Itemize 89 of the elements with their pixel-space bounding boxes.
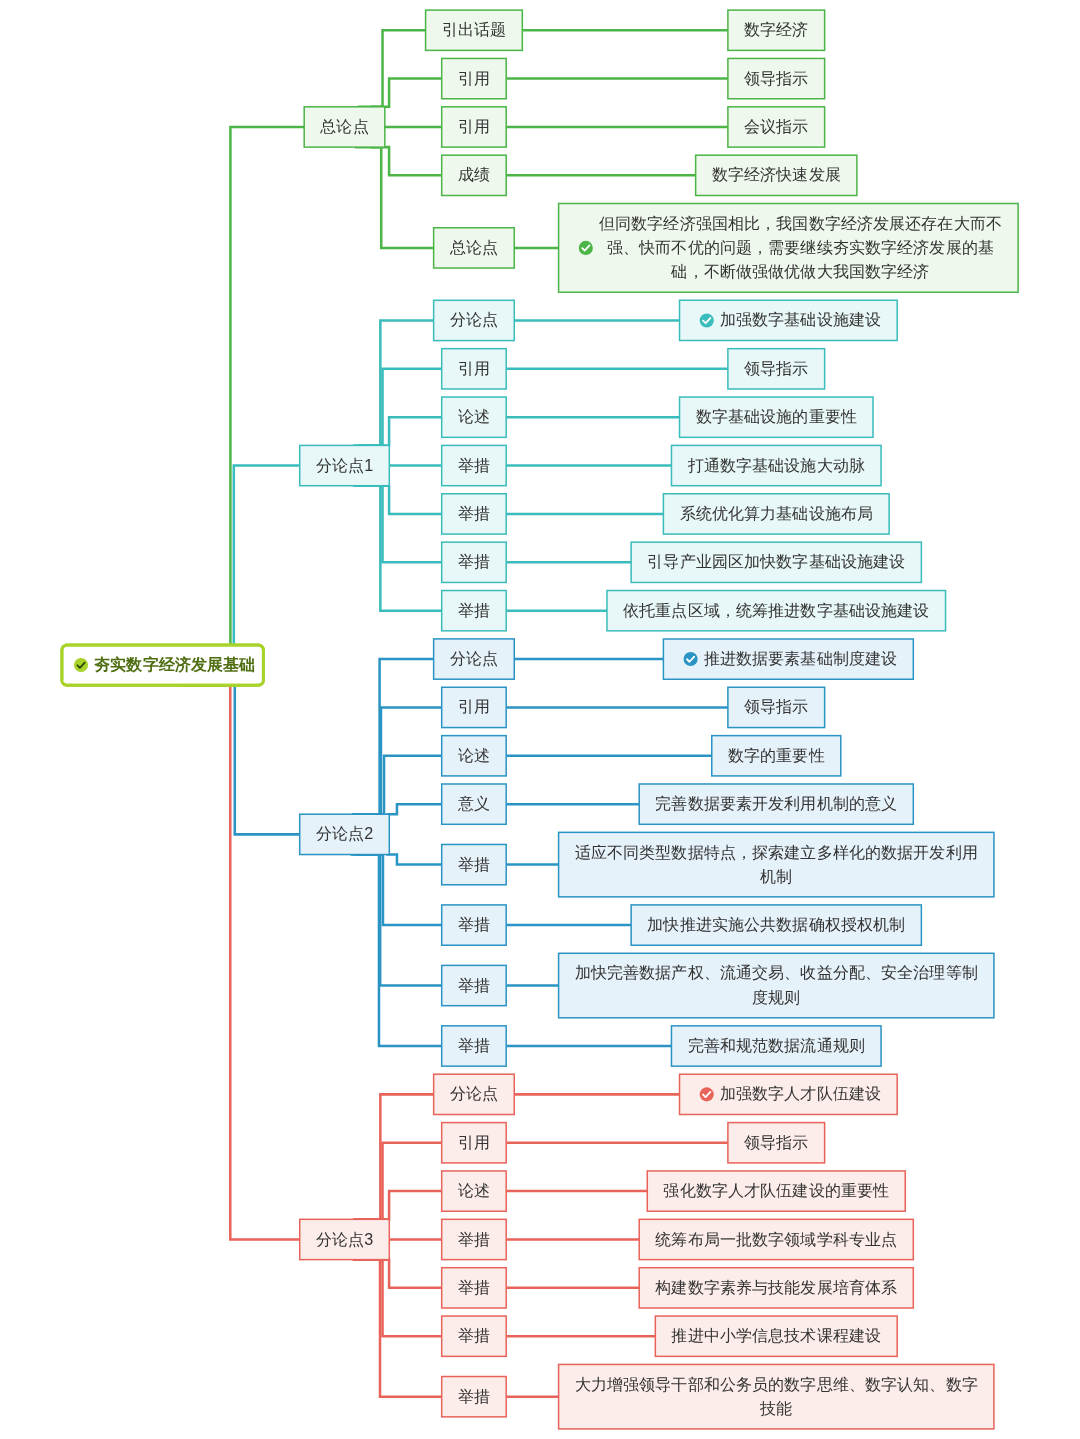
node-box: 依托重点区域，统筹推进数字基础设施建设 <box>606 589 947 632</box>
connector <box>506 1238 640 1241</box>
connector <box>506 77 728 80</box>
node-box: 举措 <box>440 541 507 584</box>
connector <box>506 802 640 806</box>
node-box: 引导产业园区加快数字基础设施建设 <box>630 541 923 584</box>
node-box: 加强数字人才队伍建设 <box>678 1073 898 1116</box>
connector <box>514 1093 680 1096</box>
node-box: 加强数字基础设施建设 <box>678 299 898 342</box>
connector <box>386 853 442 866</box>
node-box: 举措 <box>440 1375 507 1418</box>
node-box: 强化数字人才队伍建设的重要性 <box>646 1170 906 1212</box>
node-box: 分论点 <box>432 299 515 342</box>
connector <box>522 28 728 32</box>
node-box: 完善数据要素开发利用机制的意义 <box>638 783 915 826</box>
node-box: 数字经济 <box>727 9 826 52</box>
connector <box>514 319 680 322</box>
node-box: 会议指示 <box>727 106 826 148</box>
node-box: 举措 <box>440 1266 507 1309</box>
node-box: 数字经济快速发展 <box>694 154 858 197</box>
connector <box>514 246 559 250</box>
connector <box>389 1238 442 1241</box>
node-box: 成绩 <box>440 154 507 197</box>
node-box: 举措 <box>440 1218 507 1261</box>
node-box: 举措 <box>440 964 507 1007</box>
connector <box>506 1044 672 1048</box>
node-box: 分论点1 <box>298 444 391 487</box>
connector <box>506 609 607 612</box>
connector <box>514 657 664 661</box>
connector <box>506 1286 640 1290</box>
connector <box>506 706 728 709</box>
node-box: 分论点 <box>432 1073 515 1116</box>
connector <box>506 174 696 177</box>
node-box: 引出话题 <box>424 9 524 52</box>
node-box: 适应不同类型数据特点，探索建立多样化的数据开发利用机制 <box>557 831 995 898</box>
node-box: 推进数据要素基础制度建设 <box>662 638 915 680</box>
node-box: 加快推进实施公共数据确权授权机制 <box>630 904 923 946</box>
connector <box>506 1334 656 1338</box>
connector <box>506 1189 648 1193</box>
node-box: 举措 <box>440 589 507 632</box>
connector <box>506 1141 728 1144</box>
node-box: 大力增强领导干部和公务员的数字思维、数字认知、数字技能 <box>557 1363 995 1430</box>
node-box: 意义 <box>440 783 507 826</box>
connector <box>506 984 559 987</box>
node-box: 引用 <box>440 686 507 729</box>
node-box: 统筹布局一批数字领域学科专业点 <box>638 1218 915 1261</box>
node-box: 加快完善数据产权、流通交易、收益分配、安全治理等制度规则 <box>557 952 995 1019</box>
node-box: 举措 <box>440 444 507 487</box>
node-box: 引用 <box>440 106 507 148</box>
node-box: 论述 <box>440 734 507 777</box>
connector <box>506 415 680 419</box>
node-box: 打通数字基础设施大动脉 <box>670 444 882 487</box>
node-box: 引用 <box>440 57 507 100</box>
node-box: 但同数字经济强国相比，我国数字经济发展还存在大而不强、快而不优的问题，需要继续夯实数字经济发展的基础，不断做强做优做大我国数字经济 <box>557 202 1019 293</box>
node-box: 数字的重要性 <box>711 734 842 777</box>
connector <box>506 367 728 371</box>
node-box: 完善和规范数据流通规则 <box>670 1025 882 1067</box>
connector <box>506 754 712 758</box>
node-box: 数字基础设施的重要性 <box>678 396 874 439</box>
connector <box>506 464 672 467</box>
node-box: 举措 <box>440 904 507 946</box>
node-box: 领导指示 <box>727 347 826 390</box>
node-box: 构建数字素养与技能发展培育体系 <box>638 1266 915 1309</box>
node-box: 领导指示 <box>727 1121 826 1164</box>
node-box: 总论点 <box>303 106 386 148</box>
connector <box>506 561 632 564</box>
node-box: 领导指示 <box>727 686 826 729</box>
connector <box>506 863 559 866</box>
node-box: 举措 <box>440 1315 507 1358</box>
node-box: 举措 <box>440 493 507 535</box>
node-box: 举措 <box>440 1025 507 1067</box>
node-box: 系统优化算力基础设施布局 <box>662 493 890 535</box>
connector <box>506 923 632 927</box>
node-box: 分论点3 <box>298 1218 391 1261</box>
node-box: 分论点 <box>432 638 515 680</box>
node-box: 举措 <box>440 843 507 886</box>
connector <box>389 464 442 467</box>
connector <box>506 1395 559 1398</box>
node-box: 总论点 <box>432 227 515 269</box>
node-box: 领导指示 <box>727 57 826 100</box>
node-box: 分论点2 <box>298 813 391 856</box>
node-box: 论述 <box>440 396 507 439</box>
connector <box>384 125 442 129</box>
node-box: 引用 <box>440 1121 507 1164</box>
connector <box>506 125 728 129</box>
node-box: 推进中小学信息技术课程建设 <box>654 1315 898 1358</box>
connector <box>506 512 664 516</box>
node-box: 论述 <box>440 1170 507 1212</box>
node-box: 引用 <box>440 347 507 390</box>
